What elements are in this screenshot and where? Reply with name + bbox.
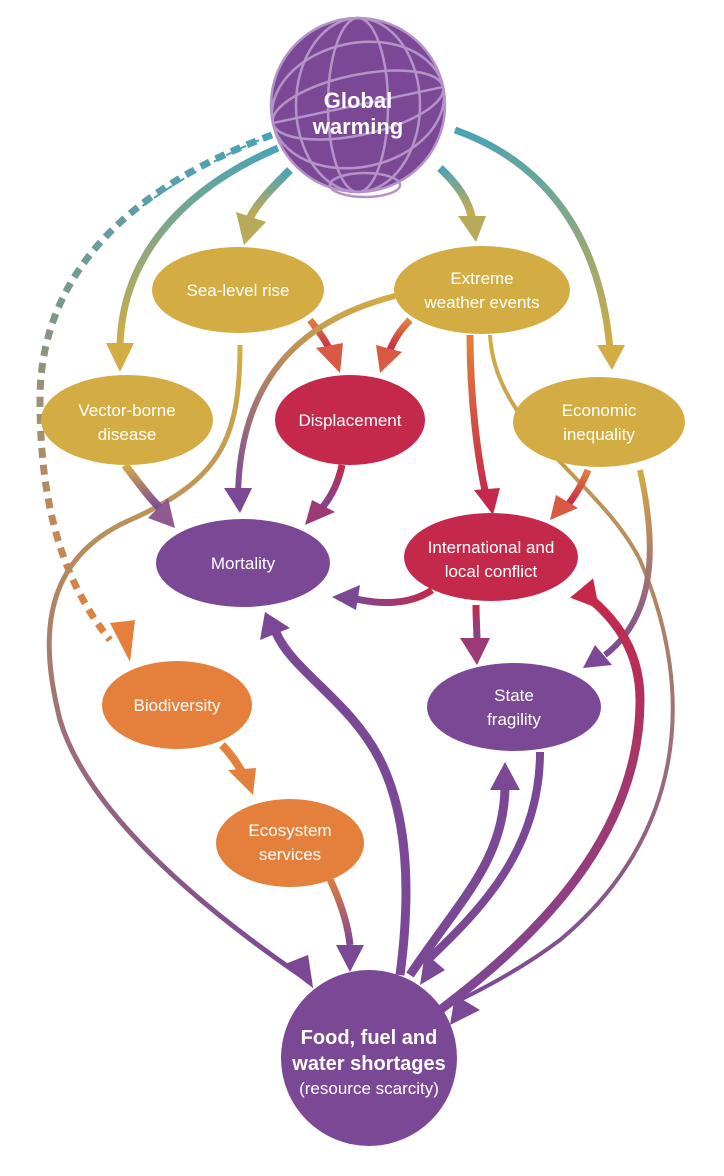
node-ecosystem-services[interactable]: Ecosystem services <box>216 799 364 887</box>
node-global-warming[interactable]: Global warming <box>260 16 456 199</box>
arrowhead-food-5 <box>283 955 313 988</box>
arrowhead-ecosystem <box>228 768 256 795</box>
edge-global-warming-to-biodiversity-thin <box>129 134 273 216</box>
node-economic-inequality[interactable]: Economic inequality <box>513 377 685 467</box>
arrowhead-vector-borne <box>106 343 134 372</box>
node-label: disease <box>98 425 157 444</box>
edge-conflict-to-state-fragility <box>472 604 481 641</box>
node-label: fragility <box>487 710 541 729</box>
arrowhead-displacement-1 <box>316 343 343 373</box>
arrowhead-economic-inequality <box>597 345 625 370</box>
arrowhead-mortality-4 <box>332 585 360 610</box>
arrowhead-state-fragility-2 <box>460 638 490 665</box>
node-label: Economic <box>562 401 637 420</box>
edge-ecosystem-to-food-shortages <box>324 873 354 946</box>
node-label: inequality <box>563 425 635 444</box>
edge-biodiversity-to-ecosystem <box>219 742 246 774</box>
node-displacement[interactable]: Displacement <box>275 375 425 465</box>
node-conflict[interactable]: International and local conflict <box>404 513 578 601</box>
arrowhead-mortality-5 <box>260 612 290 640</box>
edge-state-fragility-to-food <box>427 751 544 961</box>
edge-economic-inequality-to-state-fragility <box>603 469 653 658</box>
edge-extreme-weather-to-displacement <box>386 317 413 352</box>
node-sea-level-rise[interactable]: Sea-level rise <box>152 247 324 333</box>
edges <box>36 126 675 1025</box>
node-label: Food, fuel and <box>301 1027 438 1049</box>
edge-vector-borne-to-mortality <box>121 462 163 511</box>
arrowhead-mortality-2 <box>148 498 175 528</box>
edge-global-warming-to-economic-inequality <box>453 126 614 351</box>
arrowhead-conflict-2 <box>550 495 578 520</box>
node-label: State <box>494 686 534 705</box>
node-state-fragility[interactable]: State fragility <box>427 663 601 751</box>
node-label: Biodiversity <box>134 696 221 715</box>
node-label: warming <box>312 114 403 139</box>
arrowhead-state-fragility-1 <box>583 645 612 668</box>
node-label: Vector-borne <box>78 401 175 420</box>
node-label: Ecosystem <box>248 821 331 840</box>
edge-extreme-weather-to-mortality <box>235 293 396 496</box>
edge-global-warming-to-biodiversity <box>36 131 274 643</box>
edge-conflict-to-mortality <box>351 587 434 607</box>
arrowhead-food-3 <box>420 953 445 985</box>
node-label: Mortality <box>211 554 276 573</box>
arrowhead-sea-level <box>236 212 266 245</box>
node-sublabel: (resource scarcity) <box>299 1079 439 1098</box>
node-label: weather events <box>423 293 539 312</box>
node-vector-borne-disease[interactable]: Vector-borne disease <box>41 375 213 465</box>
arrowhead-mortality-1 <box>224 488 252 513</box>
node-label: Sea-level rise <box>187 281 290 300</box>
node-label: water shortages <box>291 1053 445 1075</box>
edge-economic-inequality-to-conflict <box>565 468 592 508</box>
node-label: services <box>259 845 321 864</box>
arrowhead-conflict-1 <box>474 488 500 515</box>
nodes: Global warming Sea-level rise Extreme we… <box>41 16 685 1146</box>
node-biodiversity[interactable]: Biodiversity <box>102 661 252 749</box>
node-label: Global <box>324 88 392 113</box>
edge-food-to-conflict <box>437 596 645 1014</box>
arrowhead-food-4 <box>450 995 480 1025</box>
edge-global-warming-to-extreme-weather <box>437 165 476 219</box>
edge-displacement-to-mortality <box>319 464 346 511</box>
arrowhead-state-fragility-3 <box>490 762 520 790</box>
node-mortality[interactable]: Mortality <box>156 519 330 607</box>
edge-global-warming-to-sea-level <box>244 167 293 224</box>
arrowhead-biodiversity <box>110 620 135 662</box>
arrowhead-extreme-weather <box>458 216 486 242</box>
node-extreme-weather[interactable]: Extreme weather events <box>394 246 570 334</box>
node-food-shortages[interactable]: Food, fuel and water shortages (resource… <box>281 970 457 1146</box>
arrowhead-mortality-3 <box>305 500 335 525</box>
node-label: local conflict <box>445 562 538 581</box>
globe-grid-icon <box>269 16 447 199</box>
node-label: Extreme <box>450 269 513 288</box>
arrowhead-conflict-3 <box>570 578 599 609</box>
edge-extreme-weather-to-conflict <box>466 334 490 496</box>
edge-sea-level-to-food-shortages <box>46 344 302 978</box>
arrowhead-food-2 <box>336 945 364 972</box>
edge-food-to-state-fragility <box>406 784 510 978</box>
arrowhead-displacement-2 <box>376 345 402 373</box>
edge-food-to-mortality <box>270 628 411 976</box>
node-label: Displacement <box>299 411 402 430</box>
node-label: International and <box>428 538 555 557</box>
edge-global-warming-to-vector-borne <box>116 144 280 351</box>
